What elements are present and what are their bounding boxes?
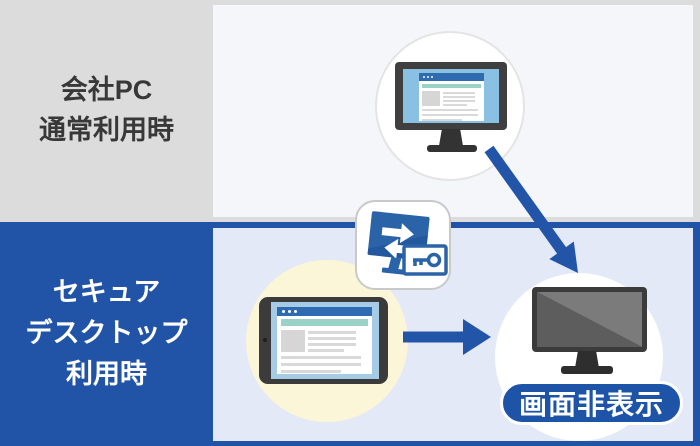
tablet-browser-illustration <box>259 297 388 384</box>
browser-navbar <box>422 84 481 88</box>
normal-use-label-line1: 会社PC <box>60 75 153 105</box>
desktop-monitor-browser-illustration <box>395 62 507 130</box>
browser-window <box>419 73 484 121</box>
monitor-stand <box>575 351 599 368</box>
browser-content <box>419 88 484 121</box>
blank-dark-screen <box>537 292 642 347</box>
window-dot-icon <box>294 310 297 313</box>
remote-desktop-key-app-icon <box>355 200 451 290</box>
content-image-placeholder <box>422 91 440 106</box>
screen-hidden-badge-label: 画面非表示 <box>518 389 664 420</box>
key-icon <box>413 252 442 268</box>
monitor-stand <box>439 129 463 146</box>
browser-navbar <box>281 319 368 326</box>
app-icon-graphic <box>367 211 448 276</box>
window-dot-icon <box>427 76 429 78</box>
window-dot-icon <box>431 76 433 78</box>
secure-use-label: セキュア デスクトップ 利用時 <box>0 272 213 395</box>
window-dot-icon <box>282 310 285 313</box>
browser-titlebar <box>277 307 372 316</box>
content-image-placeholder <box>281 330 305 352</box>
window-dot-icon <box>423 76 425 78</box>
browser-content <box>277 326 372 373</box>
desktop-screen <box>403 69 499 123</box>
monitor-base <box>427 145 477 152</box>
normal-use-label: 会社PC 通常利用時 <box>0 70 213 150</box>
monitor-base <box>561 366 613 374</box>
browser-titlebar <box>419 73 484 81</box>
browser-window <box>277 307 372 374</box>
normal-use-label-line2: 通常利用時 <box>39 115 174 145</box>
screen-hidden-badge: 画面非表示 <box>500 381 683 425</box>
secure-use-label-line1: セキュア <box>52 277 161 307</box>
secure-use-label-line2: デスクトップ <box>25 318 188 348</box>
secure-use-label-line3: 利用時 <box>66 359 147 389</box>
blank-monitor-illustration <box>532 287 647 352</box>
tablet-camera-icon <box>263 338 267 342</box>
window-dot-icon <box>288 310 291 313</box>
tablet-screen <box>271 302 379 379</box>
